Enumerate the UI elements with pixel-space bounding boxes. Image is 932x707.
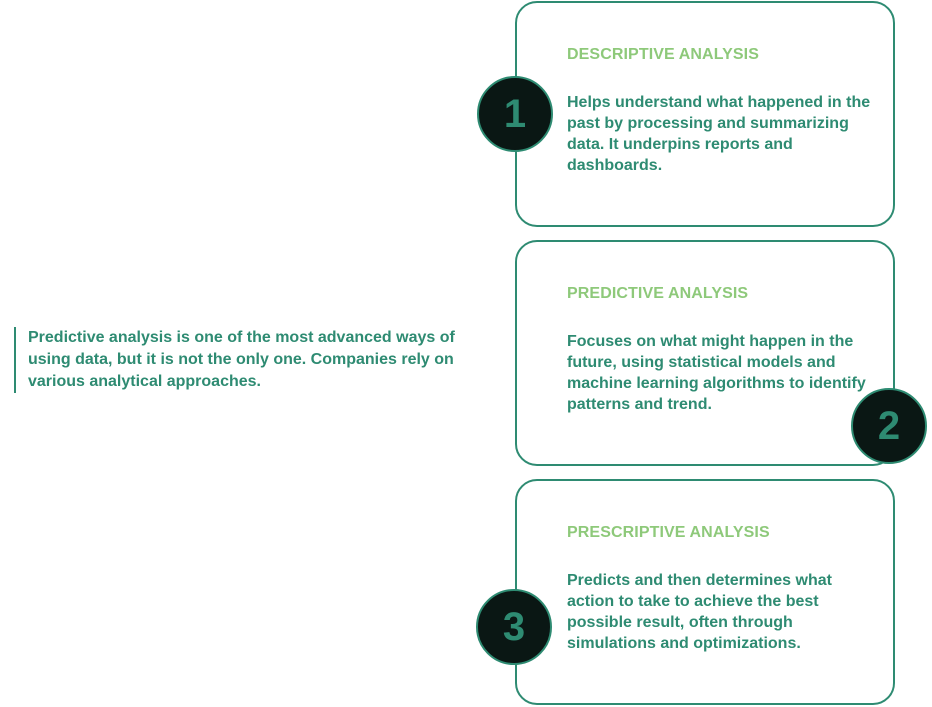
step-number-badge: 1 bbox=[477, 76, 553, 152]
step-card-prescriptive: PRESCRIPTIVE ANALYSIS Predicts and then … bbox=[515, 479, 895, 705]
step-title: PRESCRIPTIVE ANALYSIS bbox=[567, 524, 770, 541]
step-description: Focuses on what might happen in the futu… bbox=[567, 333, 866, 413]
step-title: DESCRIPTIVE ANALYSIS bbox=[567, 46, 759, 63]
step-title: PREDICTIVE ANALYSIS bbox=[567, 285, 749, 302]
step-number-badge: 2 bbox=[851, 388, 927, 464]
step-card-descriptive: DESCRIPTIVE ANALYSIS Helps understand wh… bbox=[515, 1, 895, 227]
intro-text: Predictive analysis is one of the most a… bbox=[14, 327, 478, 393]
step-description: Predicts and then determines what action… bbox=[567, 572, 832, 652]
step-description: Helps understand what happened in the pa… bbox=[567, 94, 871, 174]
step-number-badge: 3 bbox=[476, 589, 552, 665]
step-card-predictive: PREDICTIVE ANALYSIS Focuses on what migh… bbox=[515, 240, 895, 466]
